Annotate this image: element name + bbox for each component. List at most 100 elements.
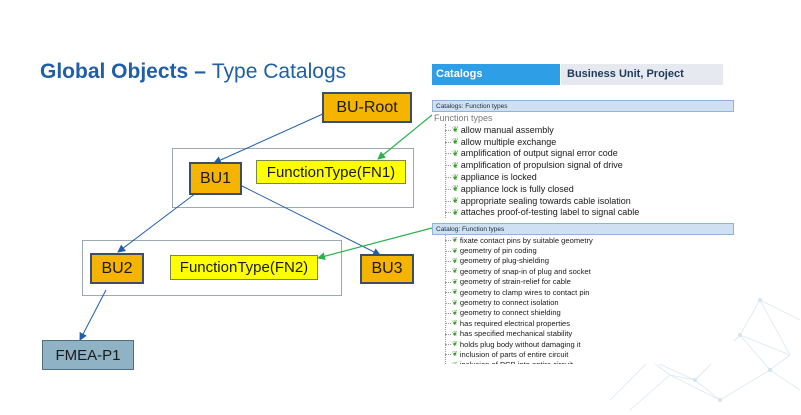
- tree-branch: [445, 153, 451, 155]
- tree-branch: [445, 240, 451, 242]
- node-bu1: BU1: [189, 162, 242, 195]
- node-fmea-p1: FMEA-P1: [42, 340, 134, 370]
- catalog-panel-1: Catalogs: Function types Function types …: [432, 100, 734, 218]
- leaf-icon: ❦: [452, 172, 459, 182]
- bu2-group: [82, 240, 342, 296]
- leaf-icon: ❦: [452, 196, 459, 206]
- catalogs-header: Catalogs: [432, 64, 560, 85]
- title-separator: –: [194, 60, 206, 83]
- tree-branch: [445, 188, 451, 190]
- tree-branch: [445, 312, 451, 314]
- catalog-2-tree: ❦fixate contact pins by suitable geometr…: [432, 235, 734, 364]
- tree-guide-line: [445, 235, 446, 364]
- catalog-panel-1-title: Catalogs: Function types: [432, 100, 734, 112]
- leaf-icon: ❦: [452, 341, 458, 349]
- tree-branch: [445, 212, 451, 214]
- leaf-icon: ❦: [452, 184, 459, 194]
- business-unit-project-header: Business Unit, Project: [561, 64, 723, 85]
- tree-item[interactable]: ❦amplification of output signal error co…: [432, 148, 734, 160]
- tree-item-label: amplification of propulsion signal of dr…: [460, 160, 623, 171]
- tree-item[interactable]: ❦geometry of snap-in of plug and socket: [432, 266, 734, 276]
- title-main: Global Objects: [40, 60, 189, 83]
- leaf-icon: ❦: [452, 237, 458, 245]
- tree-branch: [445, 165, 451, 167]
- leaf-icon: ❦: [452, 309, 458, 317]
- tree-branch: [445, 354, 451, 356]
- tree-branch: [445, 281, 451, 283]
- leaf-icon: ❦: [452, 257, 458, 265]
- tree-item-label: has required electrical properties: [459, 318, 571, 328]
- tree-item-label: has specified mechanical stability: [459, 329, 573, 339]
- leaf-icon: ❦: [452, 268, 458, 276]
- tree-item-label: inclusion of parts of entire circuit: [459, 349, 569, 359]
- tree-item[interactable]: ❦geometry of strain-relief for cable: [432, 277, 734, 287]
- tree-item[interactable]: ❦geometry of pin coding: [432, 245, 734, 255]
- tree-item[interactable]: ❦attaches proof-of-testing label to sign…: [432, 207, 734, 218]
- catalog-1-tree: ❦allow manual assembly❦allow multiple ex…: [432, 124, 734, 218]
- tree-item[interactable]: ❦geometry to connect shielding: [432, 308, 734, 318]
- tree-item-label: appropriate sealing towards cable isolat…: [460, 195, 631, 206]
- tree-item[interactable]: ❦geometry of plug-shielding: [432, 256, 734, 266]
- tree-item[interactable]: ❦inclusion of PCB into entire circuit: [432, 360, 734, 364]
- tree-item-label: geometry of pin coding: [459, 246, 537, 256]
- tree-item[interactable]: ❦has required electrical properties: [432, 318, 734, 328]
- tree-branch: [445, 292, 451, 294]
- tree-item-label: geometry of snap-in of plug and socket: [459, 266, 591, 276]
- tree-branch: [445, 129, 451, 131]
- tree-item[interactable]: ❦appliance lock is fully closed: [432, 183, 734, 195]
- leaf-icon: ❦: [452, 137, 459, 147]
- tree-item[interactable]: ❦appropriate sealing towards cable isola…: [432, 195, 734, 207]
- leaf-icon: ❦: [452, 148, 459, 158]
- tree-item[interactable]: ❦allow manual assembly: [432, 124, 734, 136]
- tree-item[interactable]: ❦holds plug body without damaging it: [432, 339, 734, 349]
- tree-branch: [445, 344, 451, 346]
- tree-item-label: geometry to connect shielding: [459, 308, 561, 318]
- node-bu3: BU3: [360, 254, 414, 284]
- tree-branch: [445, 200, 451, 202]
- leaf-icon: ❦: [452, 351, 458, 359]
- tree-branch: [445, 302, 451, 304]
- tree-item-label: allow multiple exchange: [460, 136, 557, 147]
- tree-branch: [445, 323, 451, 325]
- tree-item-label: geometry to connect isolation: [459, 298, 559, 308]
- node-bu-root: BU-Root: [322, 92, 412, 123]
- tree-branch: [445, 141, 451, 143]
- tree-item[interactable]: ❦amplification of propulsion signal of d…: [432, 159, 734, 171]
- tree-branch: [445, 271, 451, 273]
- tree-item-label: inclusion of PCB into entire circuit: [460, 360, 573, 364]
- node-function-type-fn2: FunctionType(FN2): [170, 255, 318, 280]
- tree-item[interactable]: ❦fixate contact pins by suitable geometr…: [432, 235, 734, 245]
- leaf-icon: ❦: [452, 278, 458, 286]
- leaf-icon: ❦: [452, 160, 459, 170]
- tree-item-label: holds plug body without damaging it: [459, 339, 581, 349]
- tree-item[interactable]: ❦geometry to connect isolation: [432, 297, 734, 307]
- tree-branch: [445, 250, 451, 252]
- tree-root-function-types[interactable]: Function types: [434, 113, 493, 123]
- tree-branch: [445, 177, 451, 179]
- catalog-panel-2: Catalog: Function types ❦fixate contact …: [432, 223, 734, 364]
- title-sub: Type Catalogs: [211, 60, 347, 83]
- tree-branch: [445, 333, 451, 335]
- leaf-icon: ❦: [452, 247, 458, 255]
- tree-item-label: fixate contact pins by suitable geometry: [459, 235, 593, 245]
- leaf-icon: ❦: [452, 207, 459, 217]
- tree-item-label: geometry to clamp wires to contact pin: [459, 287, 590, 297]
- tree-item-label: geometry of strain-relief for cable: [459, 277, 571, 287]
- tree-item[interactable]: ❦has specified mechanical stability: [432, 329, 734, 339]
- tree-item[interactable]: ❦inclusion of parts of entire circuit: [432, 349, 734, 359]
- node-bu2: BU2: [90, 253, 144, 284]
- node-function-type-fn1: FunctionType(FN1): [256, 160, 406, 184]
- leaf-icon: ❦: [452, 125, 459, 135]
- tree-item-label: geometry of plug-shielding: [459, 256, 549, 266]
- tree-item-label: amplification of output signal error cod…: [460, 148, 618, 159]
- tree-item[interactable]: ❦appliance is locked: [432, 171, 734, 183]
- tree-branch: [445, 260, 451, 262]
- link-bu2-to-fmea: [79, 289, 107, 341]
- tree-item-label: appliance is locked: [460, 172, 537, 183]
- leaf-icon: ❦: [452, 299, 458, 307]
- leaf-icon: ❦: [452, 361, 458, 364]
- tree-item-label: allow manual assembly: [460, 124, 554, 135]
- tree-item[interactable]: ❦geometry to clamp wires to contact pin: [432, 287, 734, 297]
- tree-item-label: attaches proof-of-testing label to signa…: [460, 207, 640, 218]
- tree-item[interactable]: ❦allow multiple exchange: [432, 136, 734, 148]
